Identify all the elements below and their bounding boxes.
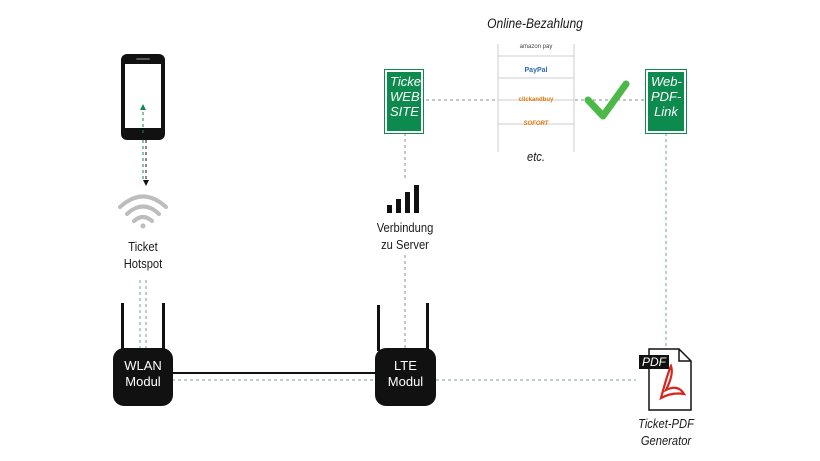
lte-module[interactable]: LTE Modul — [375, 348, 436, 406]
provider-clickandbuy: clickandbuy — [518, 97, 554, 103]
provider-amazon-pay: amazon pay — [519, 44, 553, 50]
signal-bars-icon — [387, 185, 419, 213]
wlan-module[interactable]: WLAN Modul — [113, 348, 173, 406]
lte-module-title: LTE — [394, 358, 417, 373]
pdf-badge: PDF — [642, 355, 666, 369]
ticket-website-box[interactable]: Ticket WEB- SITE — [384, 69, 425, 134]
checkmark-icon — [584, 80, 630, 120]
wlan-module-title: WLAN — [124, 358, 162, 373]
online-payment-title: Online-Bezahlung — [487, 15, 583, 31]
web-pdf-link-box[interactable]: Web- PDF- Link — [645, 69, 687, 134]
provider-paypal: PayPal — [524, 67, 548, 74]
smartphone-icon — [121, 54, 165, 140]
wlan-module-subtitle: Modul — [125, 374, 161, 389]
provider-etc: etc. — [526, 149, 546, 164]
wifi-icon — [118, 194, 168, 223]
payment-list-box — [497, 44, 575, 152]
lte-module-subtitle: Modul — [387, 374, 424, 389]
provider-sofort: SOFORT — [523, 121, 549, 127]
